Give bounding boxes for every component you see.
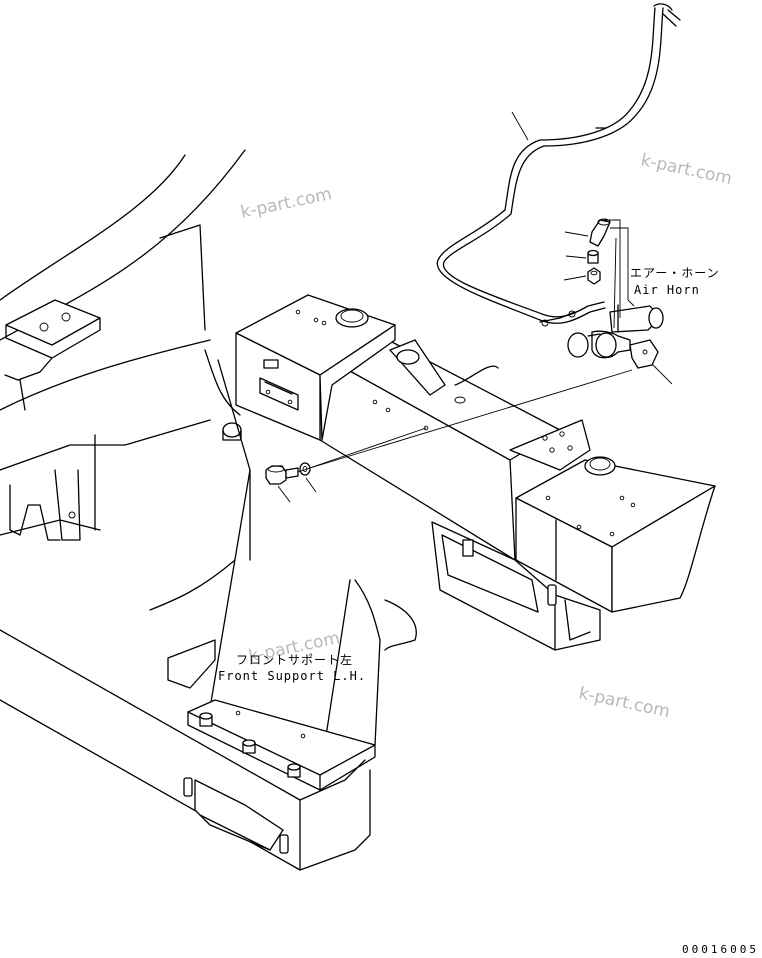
mounting-bolt <box>265 465 299 485</box>
watermark-2: k-part.com <box>639 150 734 189</box>
front-support-label-en: Front Support L.H. <box>218 669 366 683</box>
main-frame-left <box>0 149 246 611</box>
base-bolt-2 <box>242 739 256 754</box>
air-horn-assembly <box>436 3 681 385</box>
battery-box-left <box>235 294 396 441</box>
battery-box-right <box>515 456 716 613</box>
front-support-label-jp: フロントサポート左 <box>236 652 353 667</box>
base-bolt-3 <box>287 763 301 778</box>
mounting-washer <box>299 462 311 476</box>
lower-frame <box>0 629 371 871</box>
washer-part <box>587 249 599 264</box>
watermark-4: k-part.com <box>577 683 672 722</box>
air-horn-label-jp: エアー・ホーン <box>630 266 720 280</box>
base-bolt-1 <box>199 712 213 727</box>
drawing-code: 00016005 <box>682 943 759 956</box>
air-horn-label-en: Air Horn <box>634 283 700 297</box>
nut-part <box>587 267 601 285</box>
watermark-1: k-part.com <box>239 184 334 223</box>
front-support-lh <box>187 359 417 791</box>
